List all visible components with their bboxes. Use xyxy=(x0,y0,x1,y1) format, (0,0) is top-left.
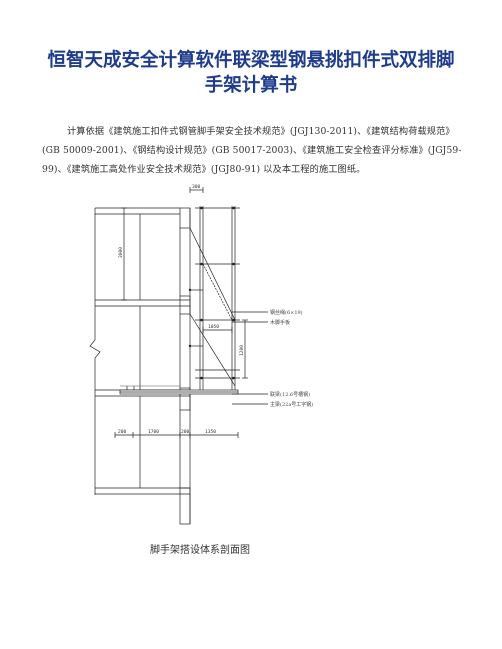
label-board: 木脚手板 xyxy=(270,319,290,326)
label-main-beam: 主梁(22a号工字钢) xyxy=(270,401,313,408)
intro-paragraph: 计算依据《建筑施工扣件式钢管脚手架安全技术规范》(JGJ130-2011)、《建… xyxy=(42,126,462,175)
dim-top: 300 xyxy=(192,184,201,190)
label-link-beam: 联梁(12.6号槽钢) xyxy=(270,391,310,398)
figure-caption: 脚手架搭设体系剖面图 xyxy=(150,545,250,556)
dim-bottom-2: 1700 xyxy=(148,429,159,435)
dim-width: 1050 xyxy=(208,324,219,330)
title-line-2: 手架计算书 xyxy=(204,75,298,96)
dim-bottom-3: 200 xyxy=(181,429,190,435)
dim-step: 1200 xyxy=(239,345,245,356)
dim-bottom-4: 1350 xyxy=(205,429,216,435)
dim-floor-height: 3000 xyxy=(118,247,124,258)
label-wire-rope: 钢丝绳(6×19) xyxy=(270,309,303,316)
title-line-1: 恒智天成安全计算软件联梁型钢悬挑扣件式双排脚 xyxy=(47,50,455,71)
dim-bottom-1: 200 xyxy=(118,429,127,435)
document-title: 恒智天成安全计算软件联梁型钢悬挑扣件式双排脚 手架计算书 xyxy=(20,48,482,98)
